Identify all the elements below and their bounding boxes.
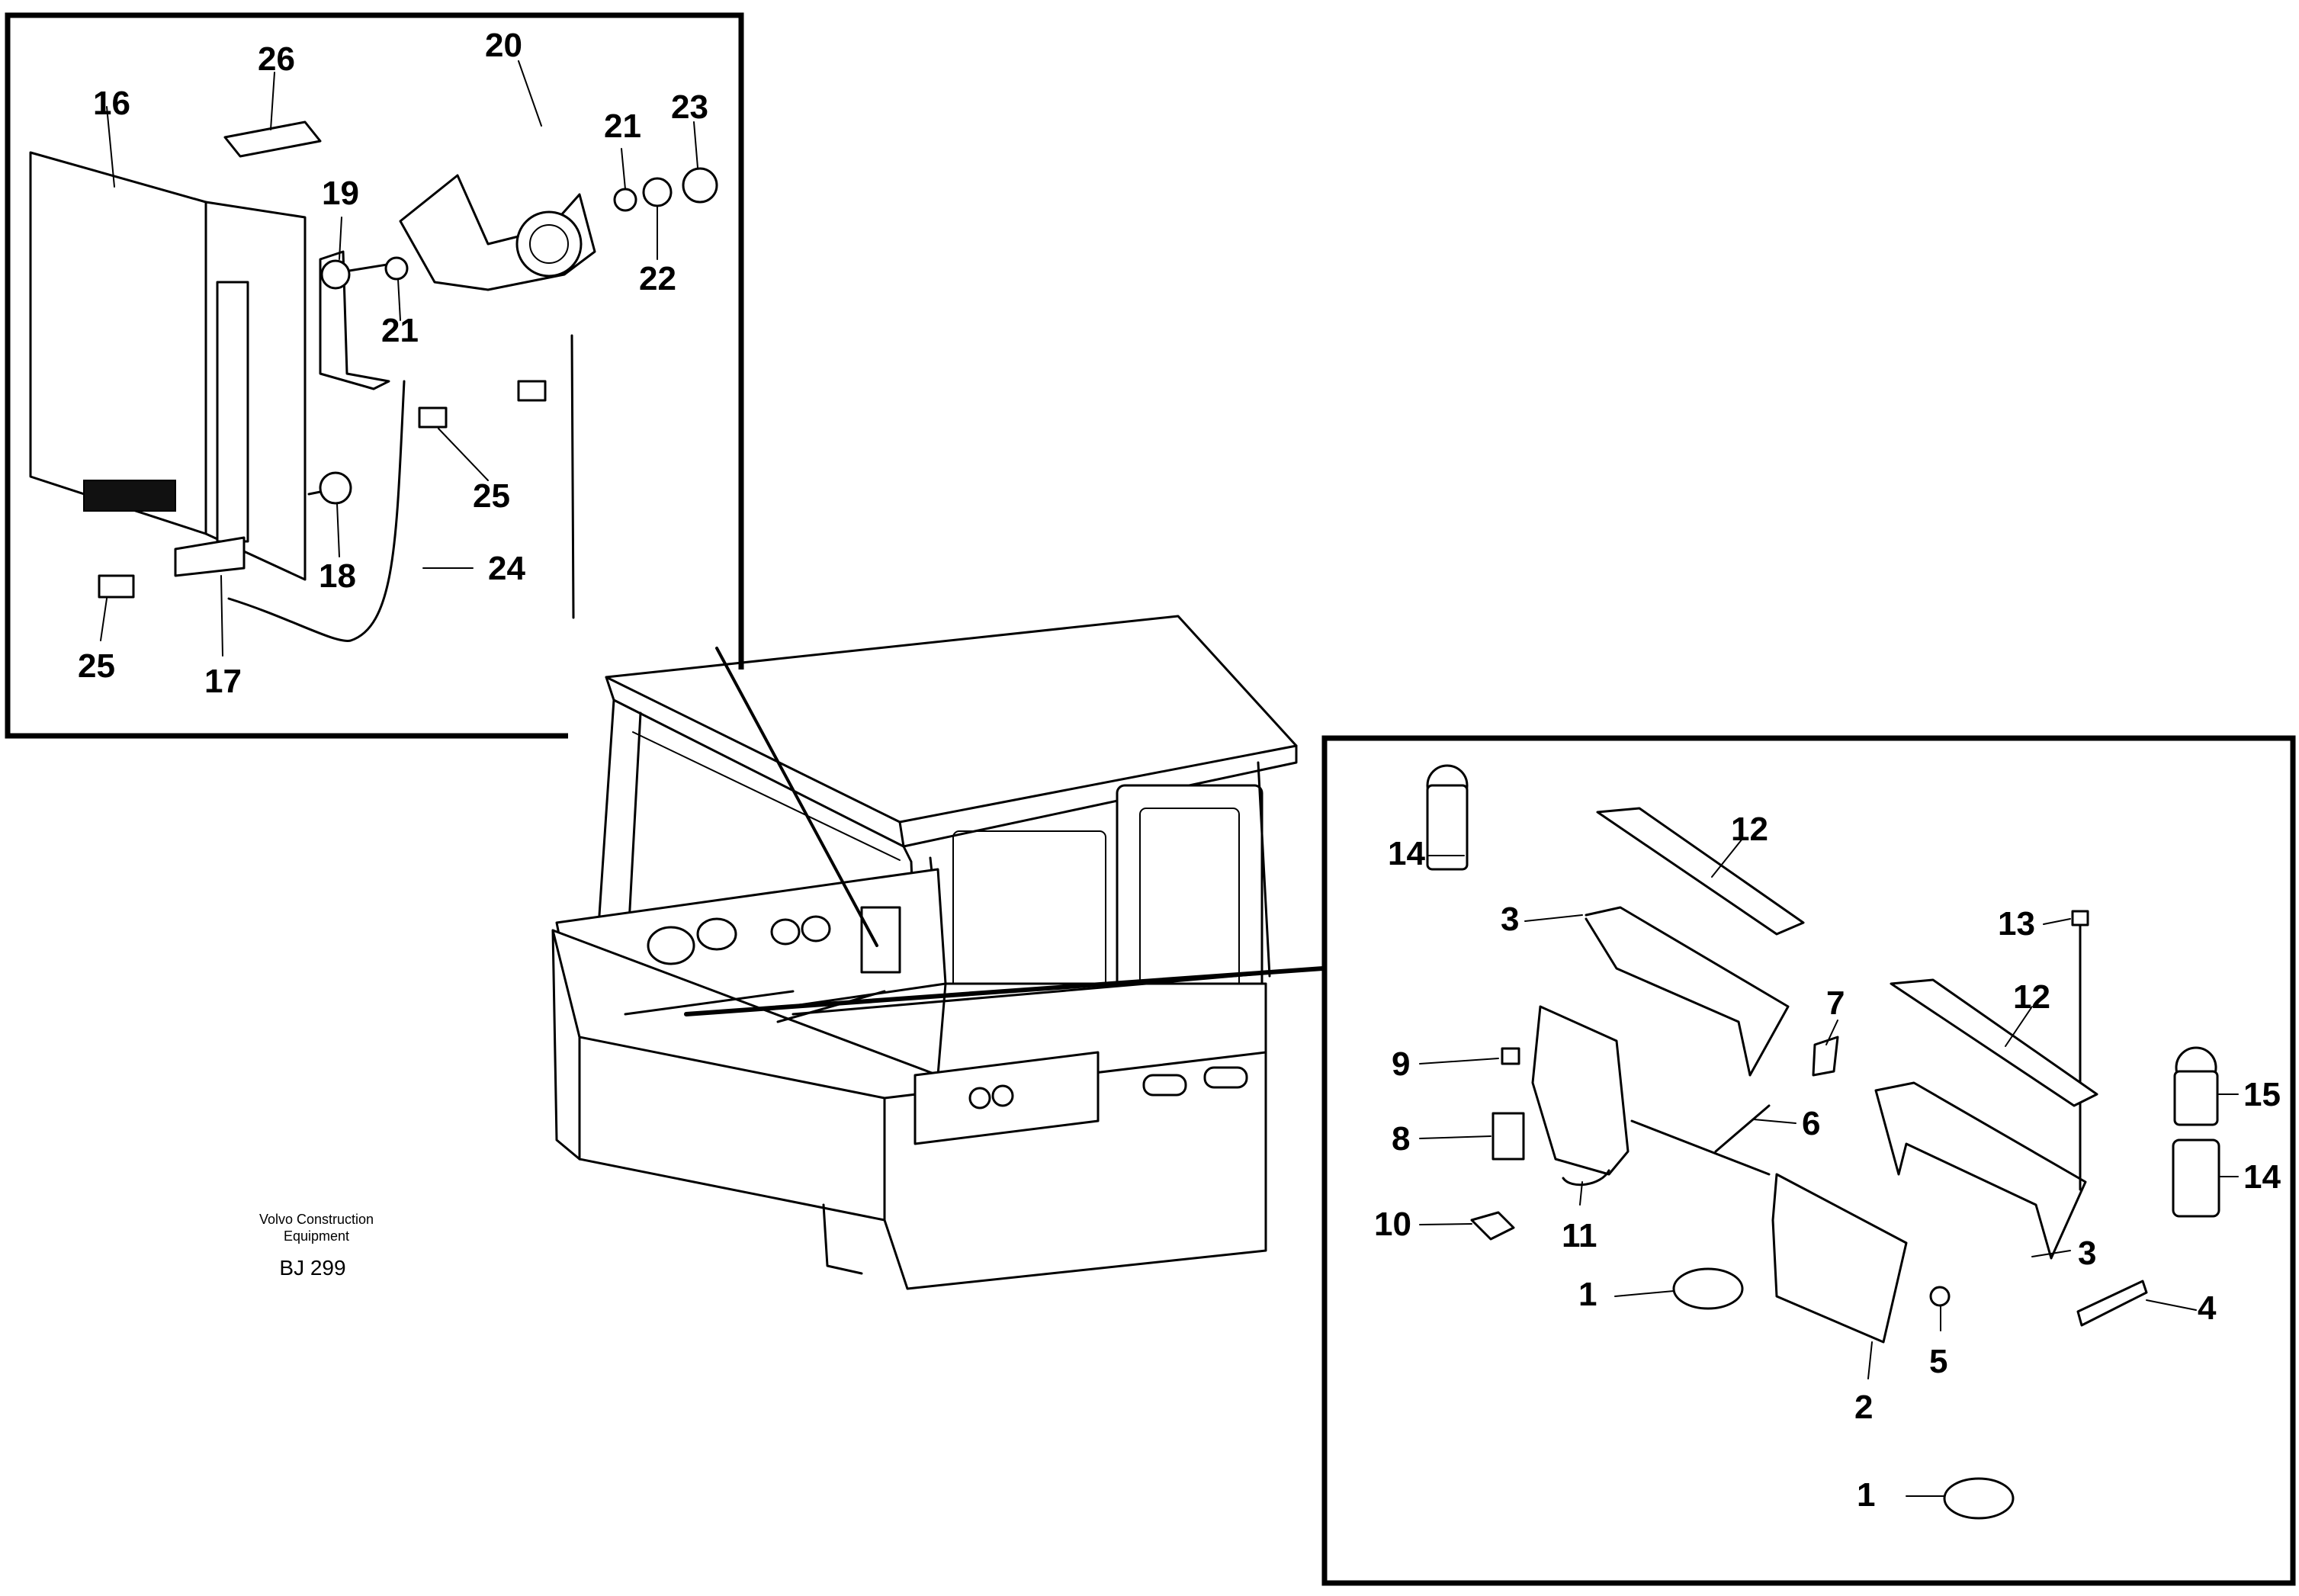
vent-12b [1890, 978, 2098, 1107]
nut-23 [682, 167, 718, 204]
callout: 25 [78, 647, 115, 685]
callout: 21 [381, 312, 419, 349]
clip-25b [98, 574, 135, 599]
callout: 25 [473, 477, 510, 515]
screw-5 [1929, 1286, 1951, 1307]
strip-4 [2076, 1280, 2148, 1327]
part-7 [1812, 1036, 1839, 1077]
company-line-2: Equipment [284, 1228, 349, 1244]
callout: 12 [1731, 811, 1768, 848]
hinge-8 [1491, 1112, 1525, 1161]
callout: 18 [319, 557, 356, 595]
callout: 14 [2243, 1158, 2281, 1196]
callout: 20 [485, 27, 522, 64]
cab-body [551, 929, 1267, 1290]
bracket-3a [1585, 906, 1790, 1077]
callout: 1 [1578, 1276, 1597, 1313]
flap-2 [1771, 1173, 1908, 1344]
detail-frame-bottom-right [1321, 735, 2296, 1586]
cap-1b [1943, 1477, 2015, 1520]
callout: 15 [2243, 1076, 2281, 1113]
flap-upper [1531, 1005, 1630, 1176]
cab-assembly [551, 615, 1325, 1290]
callout: 13 [1998, 905, 2035, 943]
detail-frame-top-left [5, 12, 744, 739]
screw-9 [1501, 1047, 1520, 1065]
company-line-1: Volvo Construction [259, 1212, 374, 1227]
clip-25a [418, 406, 448, 429]
washer-21a [384, 256, 409, 281]
callout: 11 [1562, 1217, 1597, 1254]
caption-block: Volvo Construction Equipment BJ 299 [259, 1212, 374, 1280]
callout: 6 [1802, 1105, 1820, 1142]
callout: 3 [2078, 1235, 2096, 1272]
callout: 16 [93, 85, 130, 122]
callout: 12 [2013, 978, 2050, 1016]
callout: 22 [639, 260, 676, 297]
clip-10 [1470, 1211, 1515, 1241]
drawing-number: BJ 299 [279, 1256, 345, 1280]
callout: 23 [671, 88, 708, 126]
callout: 1 [1857, 1476, 1875, 1514]
callout: 3 [1501, 901, 1519, 938]
callout: 21 [604, 108, 641, 145]
grille-26 [223, 120, 322, 158]
callout: 2 [1854, 1389, 1873, 1426]
callout: 26 [258, 40, 295, 78]
washer-21b [613, 188, 637, 212]
callout: 5 [1929, 1343, 1947, 1380]
bellows-14b [2172, 1138, 2220, 1218]
spring-11 [1562, 1169, 1610, 1187]
callout: 10 [1374, 1206, 1411, 1243]
bracket-3b [1874, 1081, 2087, 1260]
detail-top-left: 16 26 20 19 21 23 21 22 25 18 24 25 17 [5, 12, 744, 739]
screw-13 [2071, 910, 2089, 926]
callout: 8 [1392, 1120, 1410, 1158]
callout: 7 [1826, 984, 1845, 1022]
callout: 24 [488, 550, 525, 587]
callout: 9 [1392, 1045, 1410, 1083]
detail-bottom-right: 14 12 3 13 12 7 9 8 6 15 14 10 11 3 1 4 … [1321, 735, 2296, 1586]
callout: 14 [1388, 835, 1425, 872]
vent-12a [1596, 807, 1805, 936]
callout: 4 [2198, 1289, 2217, 1327]
cable-24 [227, 380, 406, 642]
callout: 19 [322, 175, 359, 212]
cap-1a [1672, 1267, 1744, 1310]
panel-16 [29, 151, 207, 535]
callout: 17 [204, 663, 242, 700]
washer-22 [642, 177, 673, 207]
screw-18 [319, 471, 352, 505]
